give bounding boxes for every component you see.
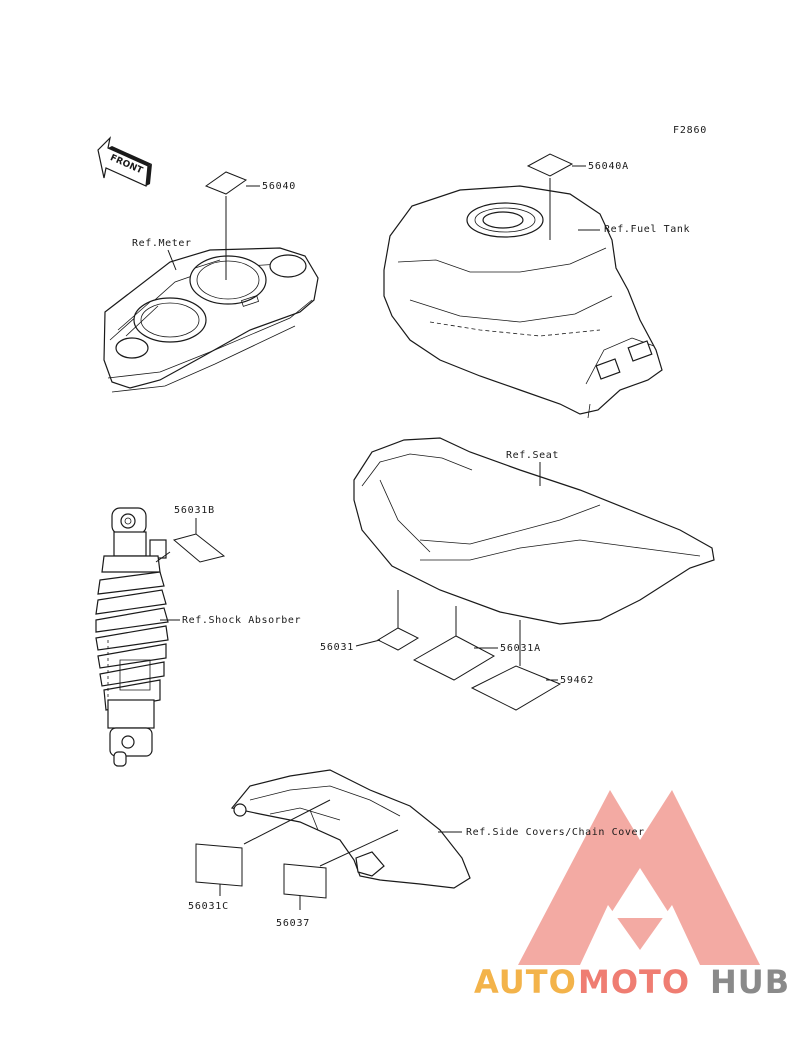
- watermark-moto: MOTO: [578, 963, 690, 1001]
- label-56031a-sticker: [412, 635, 496, 681]
- part-56037: 56037: [276, 918, 310, 929]
- meter-drawing: [103, 247, 319, 393]
- label-56031-sticker: [376, 627, 420, 651]
- watermark-auto: AUTO: [474, 963, 577, 1001]
- label-56031c-sticker: [195, 843, 243, 887]
- ref-side-covers-label: Ref.Side Covers/Chain Cover: [466, 827, 645, 838]
- shock-absorber-drawing: [95, 507, 169, 767]
- watermark-hub: HUB: [710, 963, 790, 1001]
- part-56031b: 56031B: [174, 505, 215, 516]
- part-56031: 56031: [320, 642, 354, 653]
- ref-shock-absorber-label: Ref.Shock Absorber: [182, 615, 301, 626]
- label-56037-sticker: [283, 863, 327, 899]
- part-59462: 59462: [560, 675, 594, 686]
- watermark-logo-icon: [518, 790, 760, 965]
- label-56031b-sticker: [172, 533, 226, 563]
- label-56040a-sticker: [526, 153, 574, 177]
- front-arrow-icon: FRONT: [97, 136, 152, 187]
- figure-code: F2860: [673, 125, 707, 136]
- watermark-brand: AUTO MOTO HUB: [474, 963, 790, 1001]
- fuel-tank-drawing: [383, 185, 663, 419]
- ref-seat-label: Ref.Seat: [506, 450, 559, 461]
- label-59462-sticker: [470, 665, 562, 711]
- ref-meter-label: Ref.Meter: [132, 238, 192, 249]
- part-56031c: 56031C: [188, 901, 229, 912]
- side-cover-drawing: [230, 769, 471, 889]
- label-56040-sticker: [204, 171, 248, 195]
- part-56040a: 56040A: [588, 161, 629, 172]
- part-56040: 56040: [262, 181, 296, 192]
- ref-fuel-tank-label: Ref.Fuel Tank: [604, 224, 690, 235]
- seat-drawing: [353, 437, 715, 625]
